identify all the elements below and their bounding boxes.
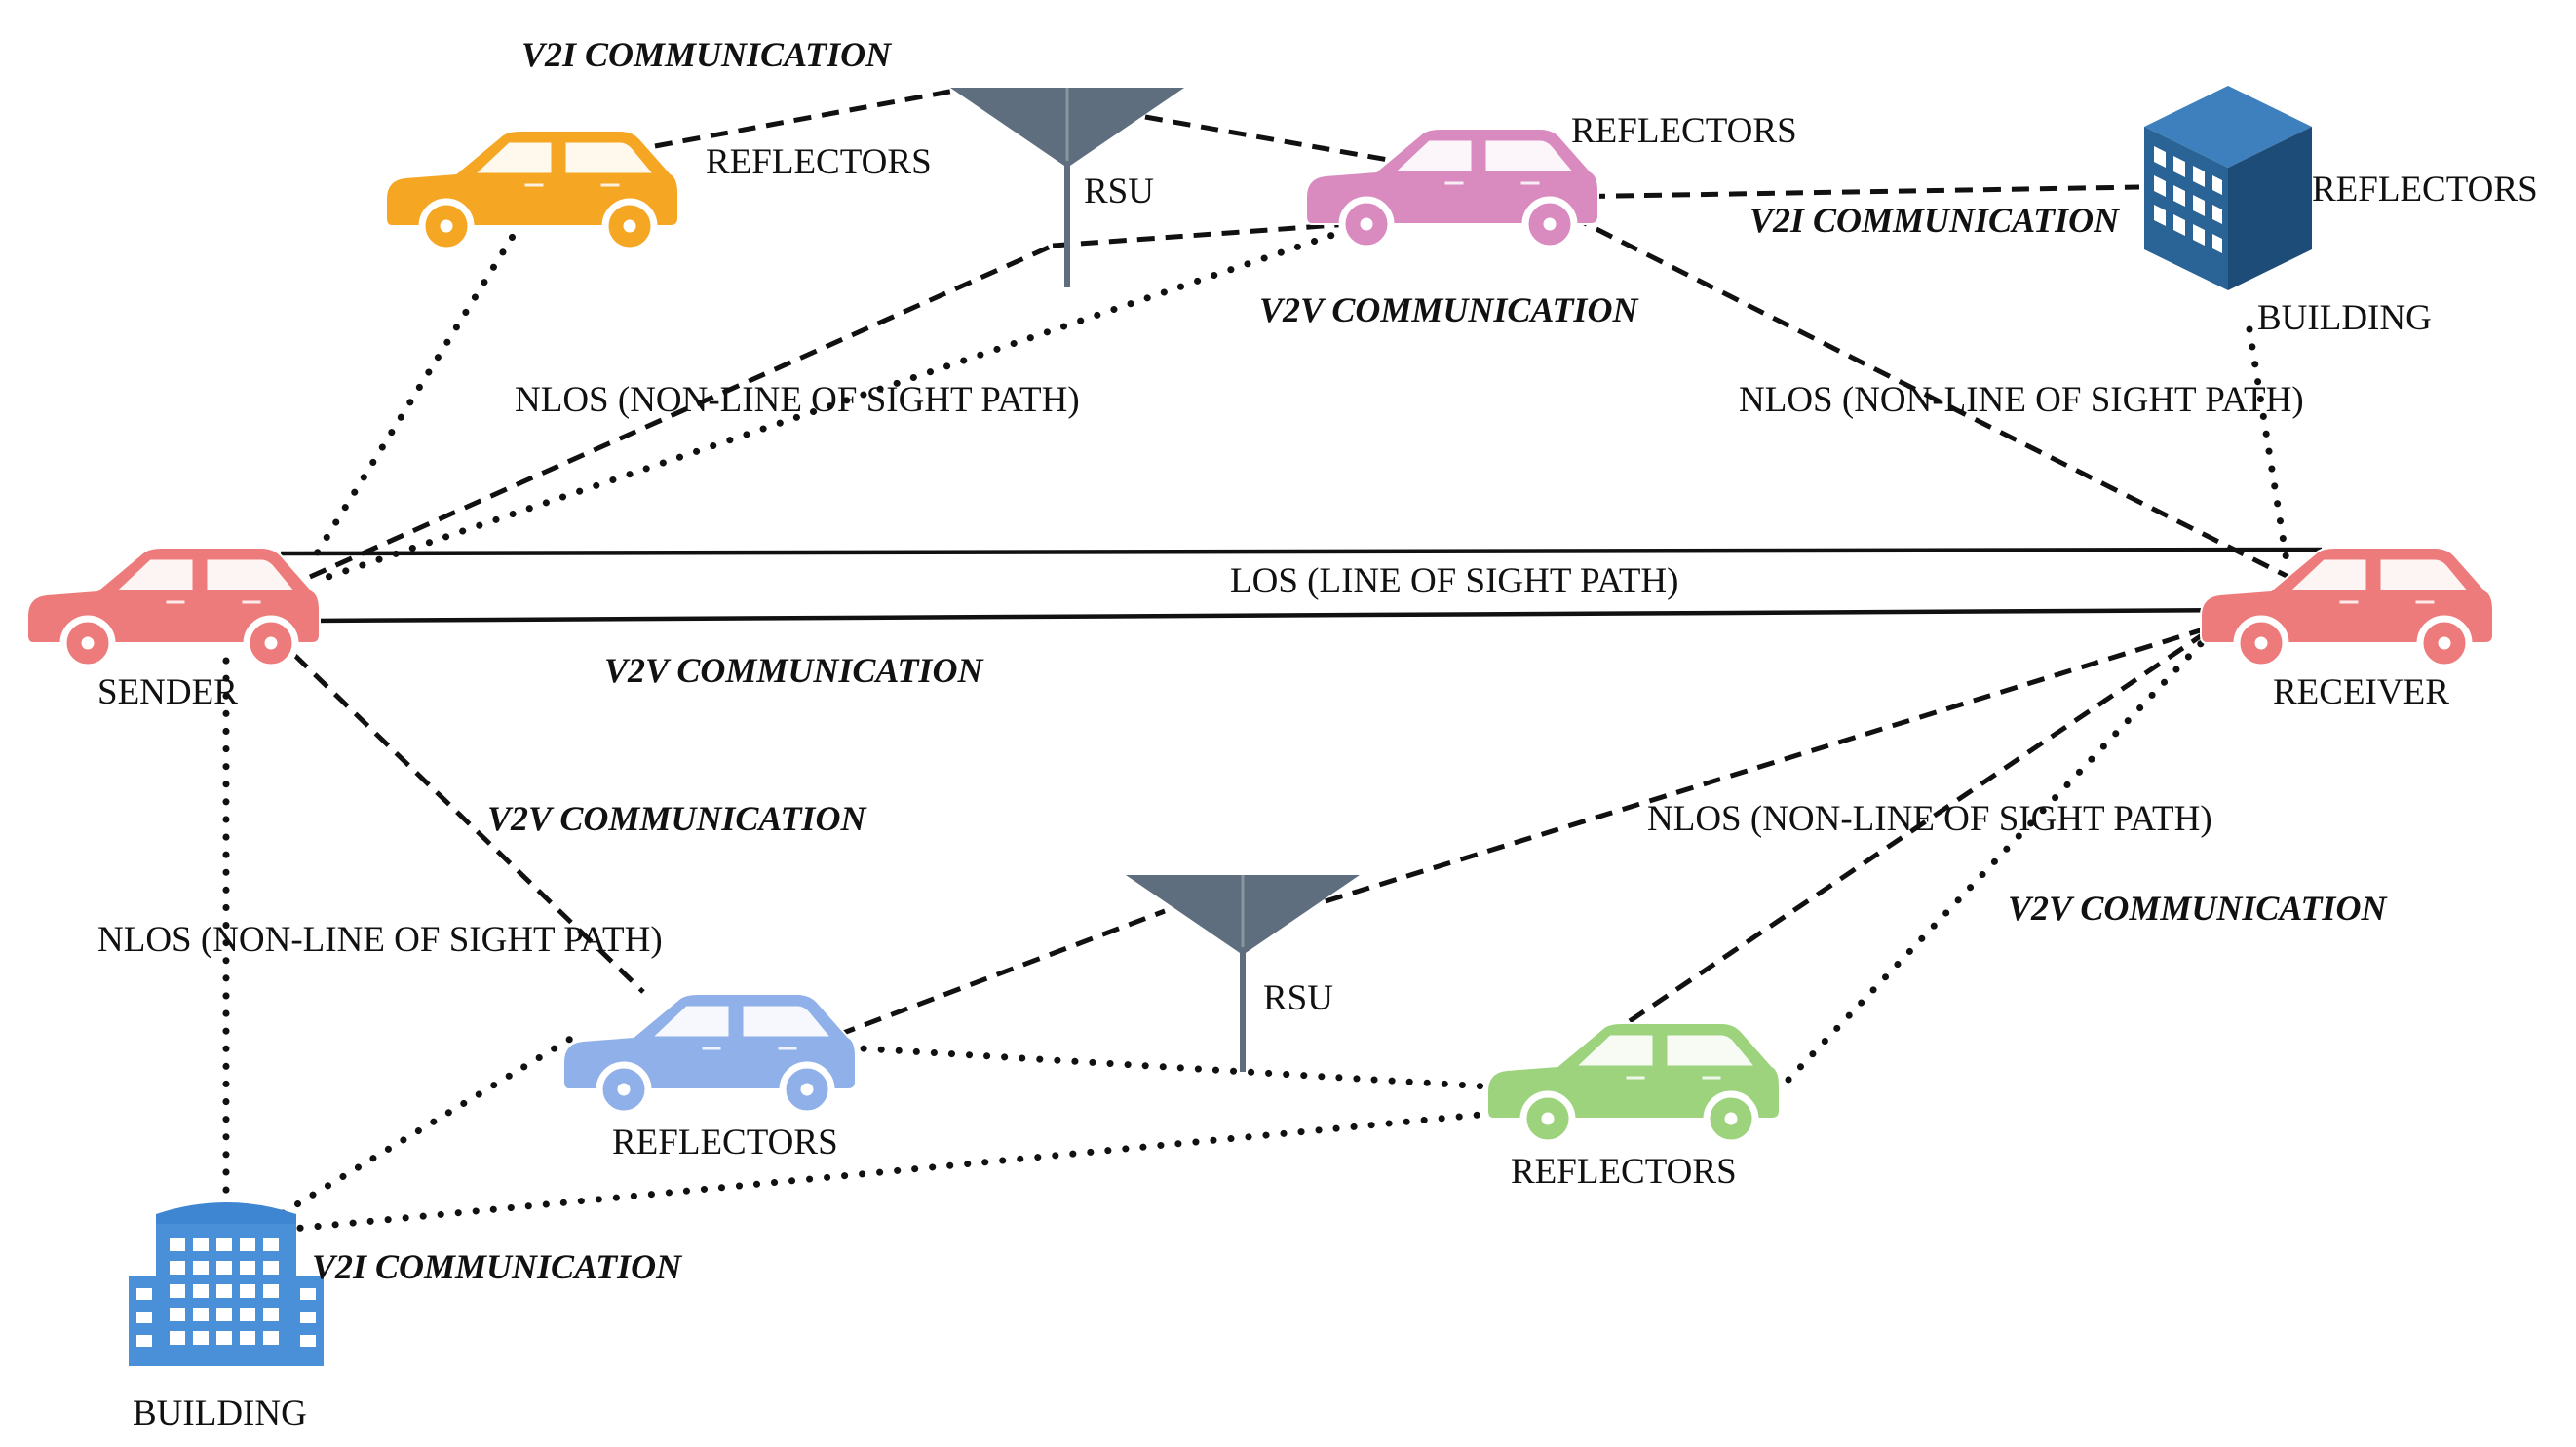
nlos-line-green-receiver bbox=[1628, 630, 2207, 1024]
nlos-line-pink-receiver bbox=[1569, 213, 2290, 580]
label-v2v-lower-left: V2V COMMUNICATION bbox=[487, 799, 867, 838]
car-icon-sender bbox=[27, 548, 320, 667]
label-reflectors-green: REFLECTORS bbox=[1511, 1152, 1737, 1192]
label-v2i-bottom: V2I COMMUNICATION bbox=[312, 1247, 683, 1286]
nlos-line-sender-pink bbox=[308, 243, 1055, 580]
antenna-icon-top bbox=[950, 88, 1184, 287]
dotted-line-building-blue bbox=[279, 1031, 581, 1217]
label-building-bottom: BUILDING bbox=[133, 1393, 307, 1433]
car-icon-green bbox=[1487, 1023, 1780, 1143]
label-v2i-right: V2I COMMUNICATION bbox=[1749, 201, 2121, 240]
dotted-line-blue-green bbox=[842, 1044, 1490, 1090]
label-v2v-top: V2V COMMUNICATION bbox=[1259, 290, 1639, 329]
label-rsu-top: RSU bbox=[1084, 171, 1154, 211]
label-nlos-lower-right: NLOS (NON-LINE OF SIGHT PATH) bbox=[1647, 799, 2212, 839]
rsu-line-pink bbox=[1052, 221, 1351, 248]
dotted-line-orange-sender bbox=[313, 218, 525, 557]
car-icon-receiver bbox=[2201, 548, 2493, 667]
connection-lines bbox=[222, 87, 2323, 1234]
label-sender: SENDER bbox=[97, 672, 238, 712]
building-icon-bottom bbox=[129, 1202, 324, 1366]
v2i-line-orange-rsu bbox=[654, 87, 961, 149]
v2i-line-blue-rsu bbox=[837, 908, 1166, 1038]
label-reflectors-building-top: REFLECTORS bbox=[2312, 170, 2538, 209]
nlos-line-rsu-receiver bbox=[1325, 621, 2223, 904]
los-line-upper bbox=[280, 547, 2323, 556]
text-labels: V2I COMMUNICATION REFLECTORS RSU REFLECT… bbox=[97, 35, 2538, 1433]
dotted-line-building-receiver bbox=[2246, 325, 2292, 577]
v2i-line-rsu-pink bbox=[1144, 114, 1395, 164]
los-line-lower bbox=[309, 607, 2254, 624]
label-receiver: RECEIVER bbox=[2273, 672, 2449, 712]
car-icon-orange bbox=[386, 131, 678, 250]
label-building-top: BUILDING bbox=[2257, 298, 2432, 338]
label-nlos-left: NLOS (NON-LINE OF SIGHT PATH) bbox=[97, 920, 663, 960]
car-icon-blue bbox=[563, 994, 856, 1114]
v2i-line-pink-building bbox=[1558, 184, 2140, 200]
label-nlos-top-right: NLOS (NON-LINE OF SIGHT PATH) bbox=[1739, 380, 2304, 420]
label-reflectors-orange: REFLECTORS bbox=[706, 142, 932, 182]
label-nlos-top-left: NLOS (NON-LINE OF SIGHT PATH) bbox=[515, 380, 1080, 420]
label-los: LOS (LINE OF SIGHT PATH) bbox=[1230, 561, 1678, 601]
label-v2v-middle: V2V COMMUNICATION bbox=[604, 651, 984, 690]
antenna-icon-bottom bbox=[1126, 875, 1360, 1072]
label-v2i-top: V2I COMMUNICATION bbox=[521, 35, 893, 74]
dotted-line-green-receiver bbox=[1785, 629, 2214, 1084]
v2v-line-sender-blue bbox=[292, 653, 645, 994]
label-reflectors-pink: REFLECTORS bbox=[1571, 111, 1797, 151]
dotted-line-building-green bbox=[279, 1107, 1524, 1234]
label-v2v-lower-right: V2V COMMUNICATION bbox=[2008, 889, 2388, 928]
car-icon-pink bbox=[1306, 129, 1598, 248]
label-reflectors-blue: REFLECTORS bbox=[612, 1123, 838, 1162]
label-rsu-bottom: RSU bbox=[1263, 978, 1333, 1018]
building-icon-top bbox=[2144, 86, 2312, 290]
